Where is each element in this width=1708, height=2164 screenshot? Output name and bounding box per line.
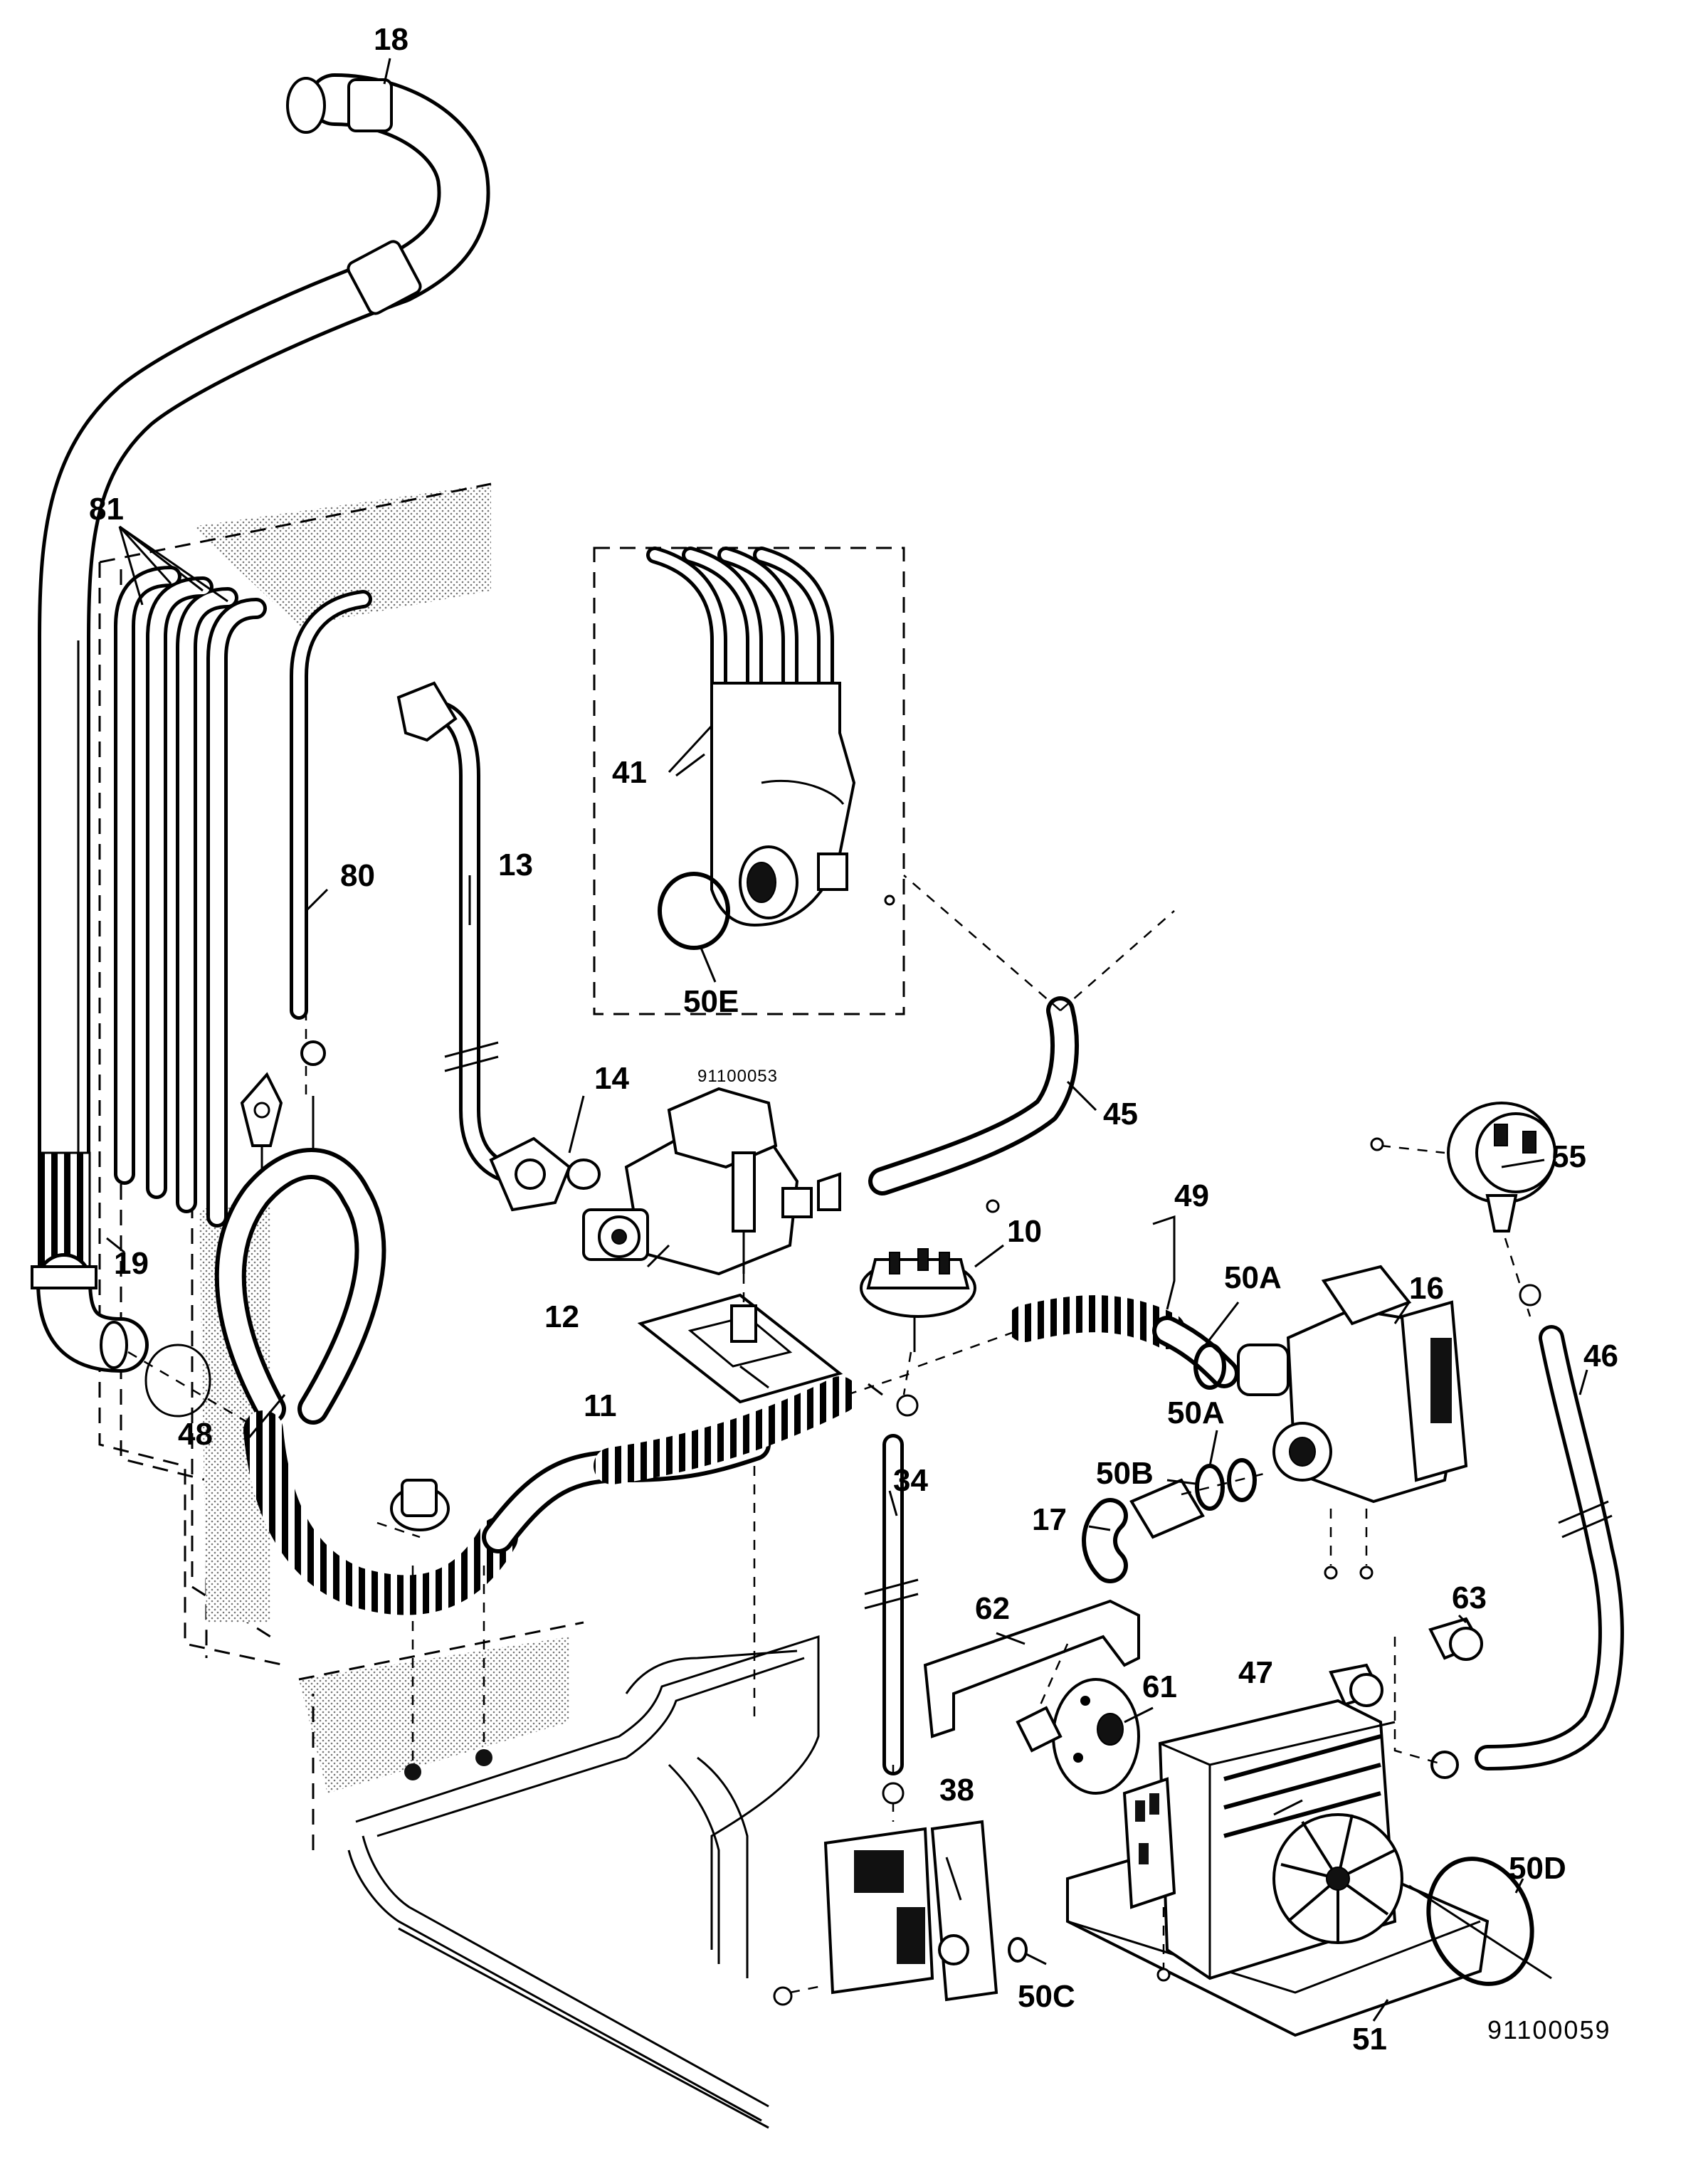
- label-81: 81: [89, 492, 124, 527]
- bracket-38: [773, 1820, 1028, 2006]
- label-49: 49: [1174, 1178, 1209, 1213]
- label-19: 19: [114, 1246, 149, 1281]
- label-50A-lower: 50A: [1167, 1395, 1225, 1430]
- label-11: 11: [584, 1388, 617, 1423]
- feet-63: [1329, 1617, 1483, 1707]
- outlet-17: [1082, 1458, 1267, 1583]
- part-labels: 18 81 80 13 41 50E 91100053 14 45 55 49 …: [89, 22, 1618, 2057]
- label-47: 47: [1238, 1655, 1273, 1690]
- hose-34: [864, 1434, 919, 1822]
- label-55: 55: [1551, 1139, 1586, 1174]
- label-50E: 50E: [683, 984, 739, 1019]
- fill-hose-13: [396, 681, 571, 1212]
- label-34: 34: [893, 1463, 928, 1498]
- assembly-lines: [127, 1329, 1018, 1780]
- label-10: 10: [1007, 1214, 1042, 1249]
- pressure-switch-55: [1370, 1102, 1556, 1317]
- label-14: 14: [594, 1061, 629, 1096]
- label-50C: 50C: [1018, 1979, 1075, 2014]
- label-41: 41: [612, 755, 647, 790]
- tub-base: [347, 1635, 820, 2129]
- bracket-62: [923, 1599, 1140, 1738]
- label-63: 63: [1452, 1580, 1487, 1615]
- hose-46: [1393, 1325, 1624, 1779]
- label-16: 16: [1409, 1271, 1444, 1306]
- label-61: 61: [1142, 1669, 1177, 1704]
- label-50B: 50B: [1096, 1456, 1154, 1491]
- leader-lines: [106, 58, 1588, 2022]
- label-45: 45: [1103, 1097, 1138, 1131]
- label-18: 18: [374, 22, 408, 57]
- label-62: 62: [975, 1591, 1010, 1626]
- label-17: 17: [1032, 1502, 1067, 1537]
- valve-assembly: [566, 1087, 841, 1276]
- pressure-switch-10: [860, 1199, 1000, 1417]
- detail-inset: [593, 547, 905, 1015]
- label-48: 48: [178, 1417, 213, 1452]
- pump-16: [1006, 1215, 1468, 1580]
- tubes-81: [114, 525, 267, 1228]
- label-50A-upper: 50A: [1224, 1260, 1282, 1295]
- label-50D: 50D: [1509, 1851, 1566, 1886]
- bracket-11: [637, 1267, 843, 1404]
- drain-hose-19: [31, 73, 490, 1373]
- tube-80: [290, 590, 372, 1096]
- label-13: 13: [498, 848, 533, 882]
- inset-code: 91100053: [697, 1067, 778, 1086]
- motor-47: [1016, 1678, 1552, 2037]
- inlet-hose-48: [214, 1072, 858, 1615]
- drawing-code: 91100059: [1487, 2015, 1611, 2044]
- label-38: 38: [939, 1773, 974, 1807]
- label-80: 80: [340, 858, 375, 893]
- label-46: 46: [1583, 1339, 1618, 1373]
- hose-45: [868, 875, 1175, 1196]
- label-12: 12: [544, 1299, 579, 1334]
- label-51: 51: [1352, 2022, 1387, 2057]
